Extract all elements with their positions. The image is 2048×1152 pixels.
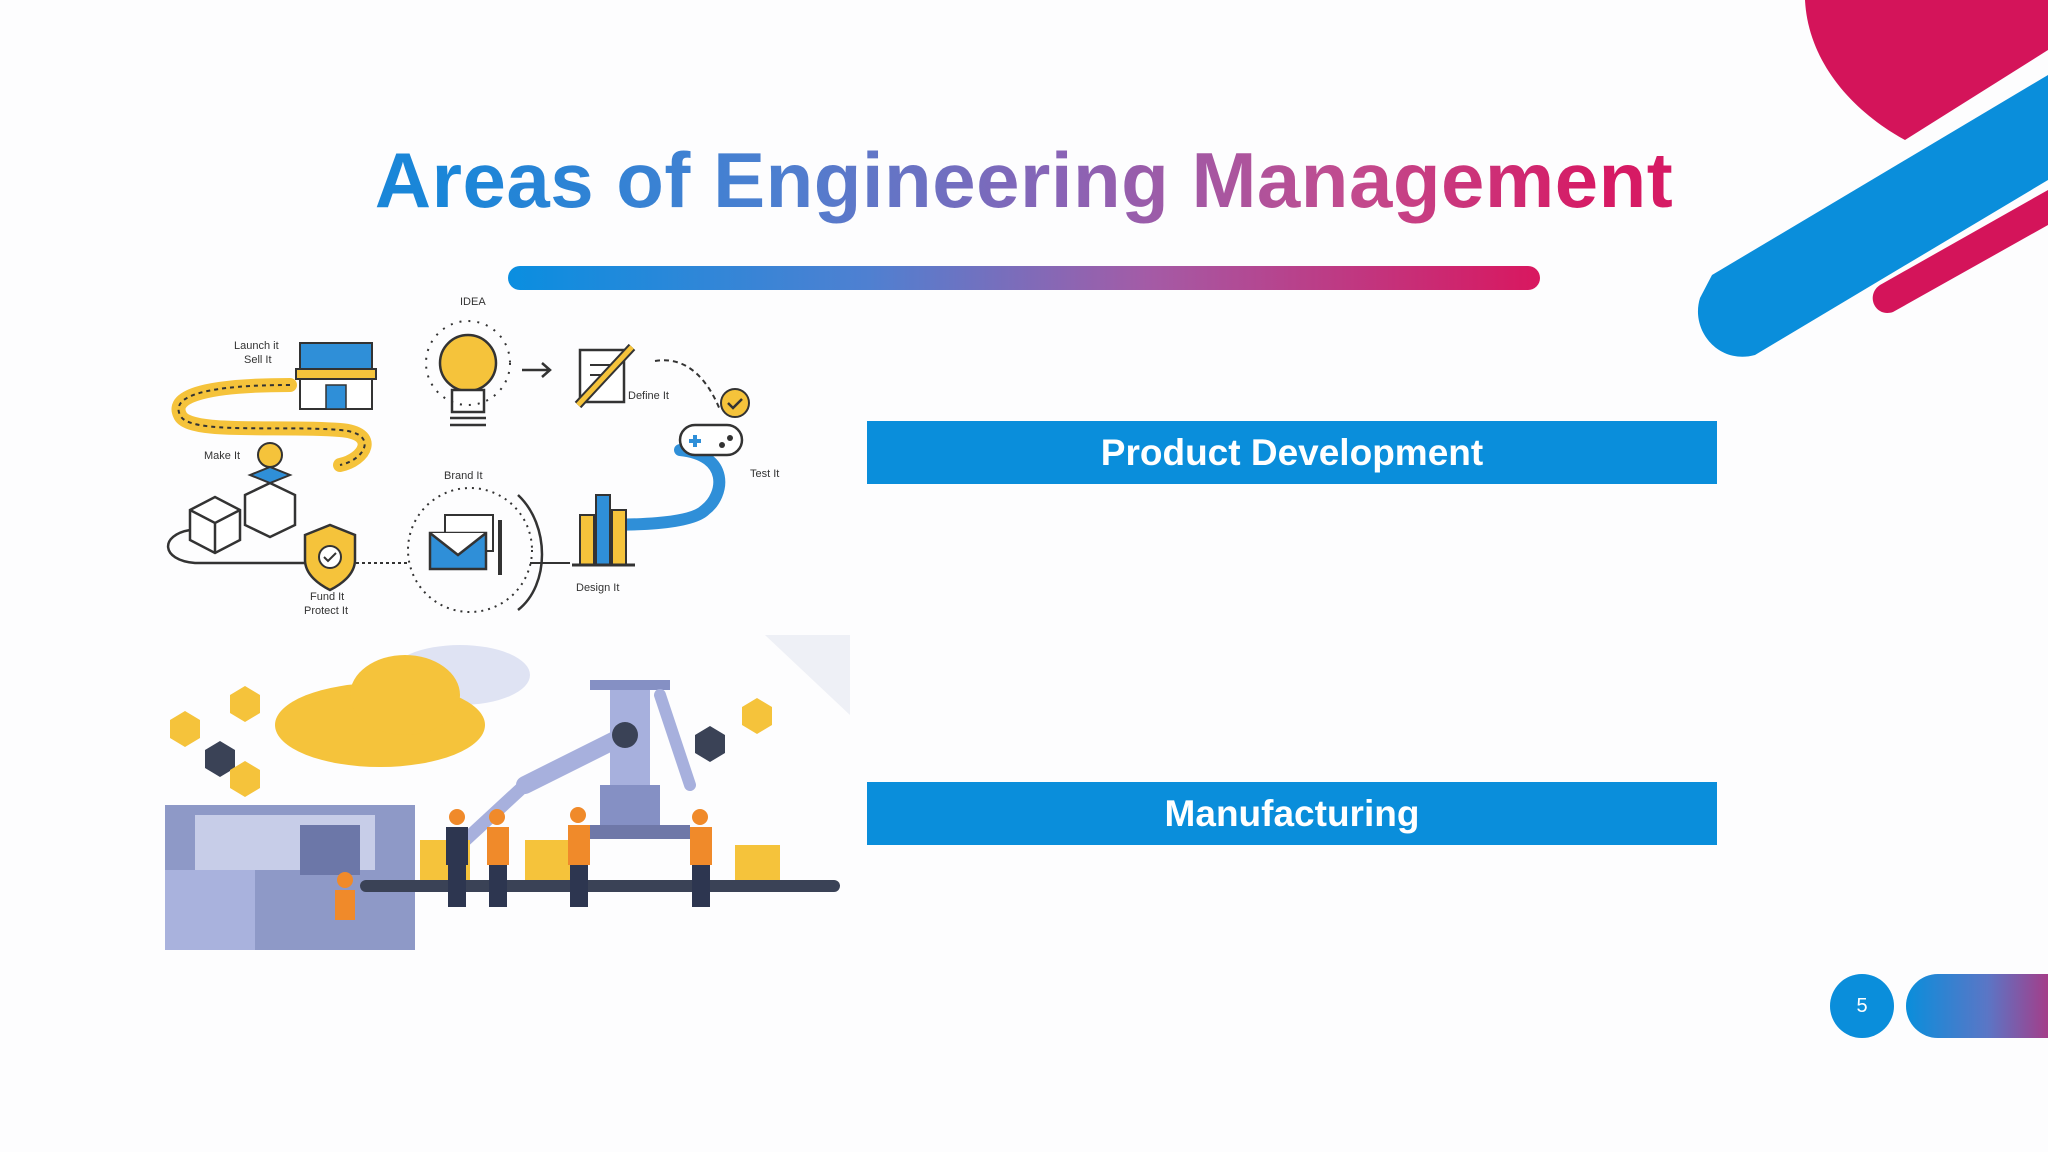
product-development-box: Product Development	[867, 421, 1717, 484]
envelope-icon	[407, 487, 544, 613]
label-define: Define It	[628, 390, 669, 402]
page-decoration-pill	[1906, 974, 2048, 1038]
label-launch-2: Sell It	[244, 354, 272, 366]
label-brand: Brand It	[444, 470, 483, 482]
design-tools-icon	[572, 494, 635, 567]
product-development-illustration: IDEA Launch it Sell It Define It Make It…	[166, 296, 779, 617]
pen-document-icon	[574, 343, 636, 409]
factory-worker-icon	[335, 807, 712, 920]
gamepad-icon	[678, 388, 750, 457]
title-underline	[508, 266, 1540, 290]
manufacturing-illustration	[165, 635, 850, 950]
shield-icon	[303, 523, 357, 592]
label-test: Test It	[750, 468, 779, 480]
manufacturing-box: Manufacturing	[867, 782, 1717, 845]
label-fund-1: Fund It	[310, 591, 344, 603]
slide-title: Areas of Engineering Management	[0, 130, 2048, 230]
cloud-icon	[275, 645, 530, 767]
label-fund-2: Protect It	[304, 605, 348, 617]
box-icon	[188, 442, 297, 555]
label-launch-1: Launch it	[234, 340, 279, 352]
hexagon-icons	[170, 686, 772, 797]
label-make: Make It	[204, 450, 240, 462]
page-number: 5	[1830, 974, 1894, 1038]
label-design: Design It	[576, 582, 619, 594]
label-idea: IDEA	[460, 296, 486, 308]
store-icon	[295, 342, 377, 410]
lightbulb-icon	[425, 320, 511, 427]
